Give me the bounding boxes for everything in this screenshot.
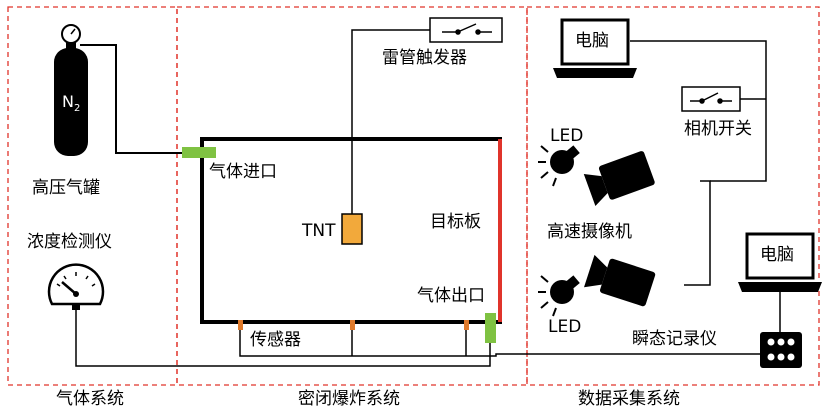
computer-top-label: 电脑 (575, 31, 609, 51)
nitrogen-subscript: 2 (73, 103, 81, 115)
gas-supply-pipe (80, 44, 182, 154)
gas-inlet-port (182, 147, 216, 158)
target-plate-label: 目标板 (430, 212, 481, 232)
camera-bus-line (684, 180, 711, 286)
nitrogen-label: N2 (62, 94, 80, 114)
gauge-sample-line (75, 310, 491, 367)
recorder-icon (760, 332, 802, 368)
closed-blast-system-border (176, 6, 528, 386)
high-speed-camera-label: 高速摄像机 (547, 222, 632, 242)
computer-bottom-label: 电脑 (760, 245, 794, 265)
led-bottom-label: LED (548, 317, 582, 337)
switch-icon (429, 17, 503, 43)
camera-switch-box (681, 86, 741, 112)
detonator-switch-symbol (442, 23, 492, 35)
camera-switch-symbol (690, 92, 732, 104)
sensor-2 (350, 320, 355, 330)
sensor-label: 传感器 (250, 330, 301, 350)
led-top-label: LED (550, 126, 584, 146)
laptop-icon-bottom (738, 232, 822, 292)
tnt-charge (341, 213, 363, 245)
data-acquisition-system-title: 数据采集系统 (578, 389, 680, 409)
led-icon-top (538, 145, 580, 187)
sensor-3 (464, 320, 469, 330)
nitrogen-symbol: N (62, 92, 74, 111)
detonator-trigger-label: 雷管触发器 (382, 48, 467, 68)
transient-recorder-label: 瞬态记录仪 (632, 329, 717, 349)
high-pressure-tank-label: 高压气罐 (32, 178, 100, 198)
gas-inlet-label: 气体进口 (209, 162, 277, 182)
laptop-icon-top (553, 18, 637, 78)
gas-system-title: 气体系统 (56, 389, 124, 409)
gas-system-border (7, 6, 178, 386)
tnt-label: TNT (302, 221, 336, 241)
camera-icon-top (583, 151, 655, 206)
gauge-icon (47, 263, 105, 310)
led-icon-bottom (538, 275, 580, 317)
detonator-wire (351, 29, 430, 214)
camera-switch-label: 相机开关 (684, 119, 752, 139)
data-acquisition-system-border (526, 6, 820, 386)
camera-icon-bottom (584, 254, 656, 307)
gas-outlet-label: 气体出口 (417, 286, 485, 306)
gas-outlet-port (485, 313, 496, 343)
concentration-meter-label: 浓度检测仪 (27, 232, 112, 252)
computer-to-switch-line (630, 40, 767, 182)
nitrogen-cylinder (54, 24, 88, 156)
sensor-1 (238, 320, 243, 330)
closed-blast-system-title: 密闭爆炸系统 (298, 389, 400, 409)
sensor-cable (239, 330, 770, 357)
